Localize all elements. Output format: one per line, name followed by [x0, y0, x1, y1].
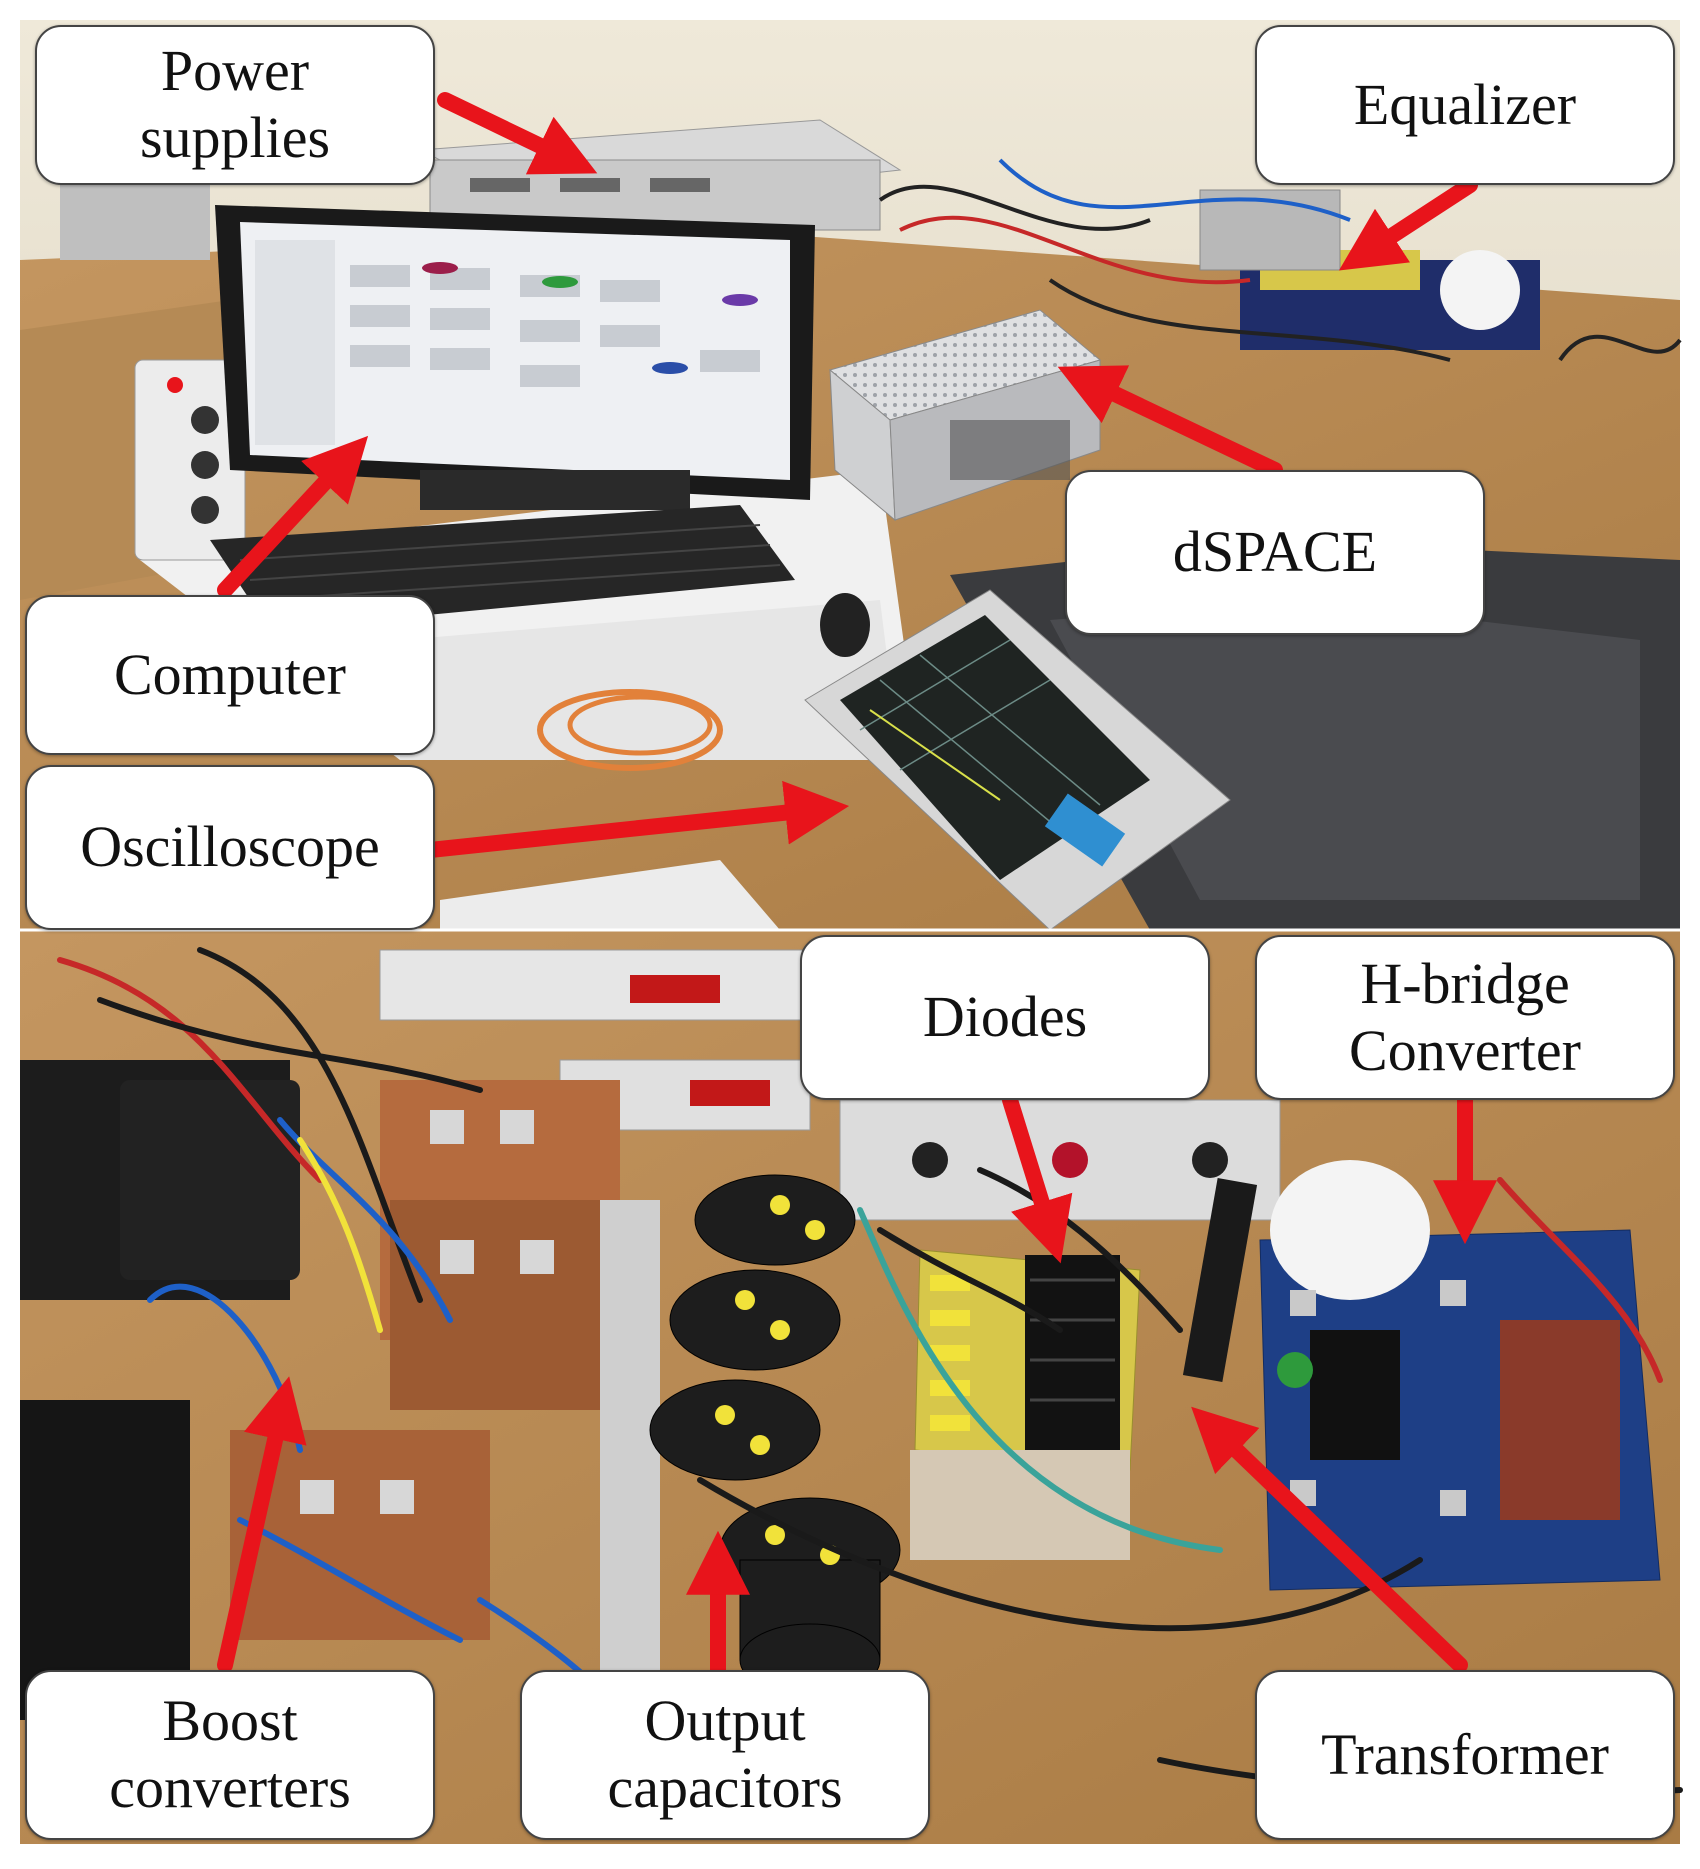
label-oscilloscope: Oscilloscope	[25, 765, 435, 930]
label-boost-line2: converters	[109, 1755, 351, 1820]
label-equalizer: Equalizer	[1255, 25, 1675, 185]
label-boost-line1: Boost	[162, 1688, 298, 1754]
arrow-computer	[217, 435, 369, 598]
label-dspace: dSPACE	[1065, 470, 1485, 635]
label-h-bridge: H-bridge Converter	[1255, 935, 1675, 1100]
label-output-capacitors: Output capacitors	[520, 1670, 930, 1840]
label-equalizer-text: Equalizer	[1353, 71, 1577, 137]
label-oscilloscope-text: Oscilloscope	[80, 814, 380, 880]
arrow-diodes	[1002, 1092, 1073, 1264]
label-h-bridge-line1: H-bridge	[1360, 950, 1570, 1016]
arrow-equalizer	[1338, 177, 1478, 271]
label-computer: Computer	[25, 595, 435, 755]
arrow-transformer	[1191, 1406, 1468, 1673]
label-output-caps-line2: capacitors	[607, 1755, 843, 1820]
label-diodes: Diodes	[800, 935, 1210, 1100]
label-boost-converters: Boost converters	[25, 1670, 435, 1840]
label-transformer-text: Transformer	[1321, 1721, 1609, 1787]
label-power-supplies-line2: supplies	[139, 105, 331, 170]
arrow-dspace	[1057, 365, 1283, 478]
arrow-power-supplies	[437, 92, 598, 175]
label-dspace-text: dSPACE	[1172, 519, 1378, 585]
label-output-caps-line1: Output	[644, 1688, 806, 1754]
arrow-boost	[217, 1376, 307, 1673]
label-diodes-text: Diodes	[922, 984, 1088, 1050]
arrow-oscilloscope	[422, 780, 850, 858]
label-computer-text: Computer	[114, 641, 346, 707]
label-power-supplies: Power supplies	[35, 25, 435, 185]
label-h-bridge-line2: Converter	[1349, 1017, 1581, 1083]
label-transformer: Transformer	[1255, 1670, 1675, 1840]
label-power-supplies-line1: Power	[160, 38, 310, 104]
